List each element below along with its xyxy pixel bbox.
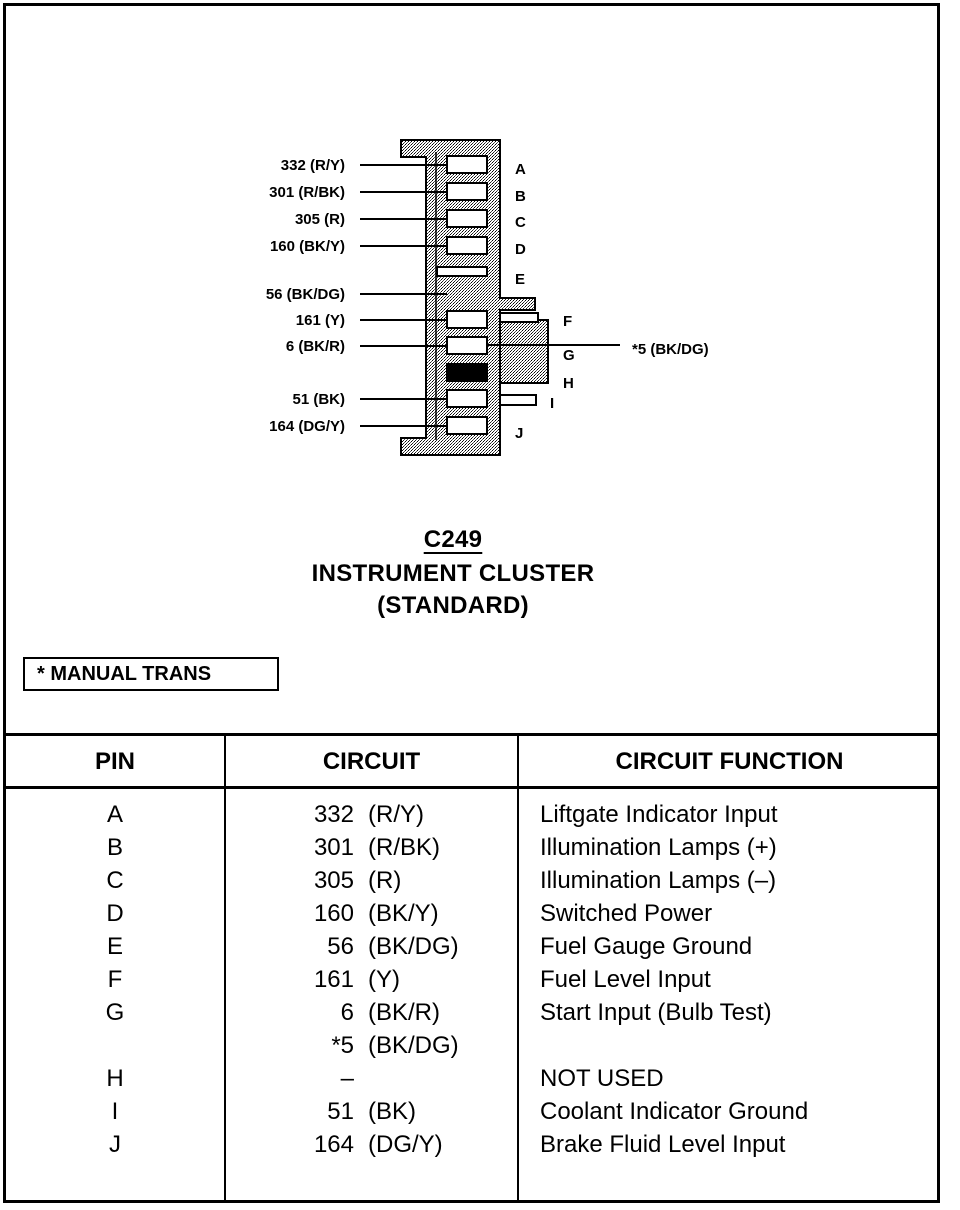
page-frame [3, 3, 940, 1203]
row-pin: G [105, 999, 125, 1026]
header-circuit-function: CIRCUIT FUNCTION [615, 748, 844, 775]
pin-letter-d: D [515, 241, 526, 258]
row-circuit-number: 51 [327, 1098, 354, 1125]
row-circuit-color: (R) [368, 867, 402, 894]
pin-letter-c: C [515, 214, 526, 231]
row-circuit-color: (BK/DG) [368, 933, 459, 960]
wire-lines [360, 164, 447, 427]
wire-label-a: 332 (R/Y) [281, 157, 345, 174]
manual-trans-note: * MANUAL TRANS [23, 657, 279, 691]
row-circuit-number: 301 [313, 834, 354, 861]
row-circuit-color: (Y) [368, 966, 400, 993]
row-circuit-function: Brake Fluid Level Input [540, 1131, 786, 1158]
row-circuit-number: 6 [340, 999, 354, 1026]
connector-name: INSTRUMENT CLUSTER [311, 560, 595, 587]
tab-i [499, 394, 537, 406]
pin-letter-a: A [515, 161, 526, 178]
row-circuit-function: Coolant Indicator Ground [540, 1098, 809, 1125]
wire-label-i: 51 (BK) [292, 391, 345, 408]
row-pin: I [111, 1098, 119, 1125]
row-circuit-function: Liftgate Indicator Input [540, 801, 778, 828]
row-circuit-function: Fuel Level Input [540, 966, 711, 993]
row-pin: C [106, 867, 124, 894]
pin-slot-c [446, 209, 488, 228]
tab-f [499, 312, 539, 323]
row-pin: J [109, 1131, 121, 1158]
wire-labels: 332 (R/Y) 301 (R/BK) 305 (R) 160 (BK/Y) 56 (… [266, 157, 345, 435]
row-circuit-number: 164 [313, 1131, 354, 1158]
header-pin: PIN [94, 748, 135, 775]
row-pin: D [106, 900, 124, 927]
row-pin: A [106, 801, 123, 828]
row-circuit-color: (DG/Y) [368, 1131, 443, 1158]
wire-label-b: 301 (R/BK) [269, 184, 345, 201]
pin-slot-i [446, 389, 488, 408]
table-top-border [6, 733, 940, 736]
pin-letter-b: B [515, 188, 526, 205]
pin-letter-e: E [515, 271, 525, 288]
table-col-divider-2 [517, 733, 519, 1203]
wire-label-e: 56 (BK/DG) [266, 286, 345, 303]
connector-diagram: 332 (R/Y) 301 (R/BK) 305 (R) 160 (BK/Y) 56 (… [266, 139, 709, 456]
pin-slot-h [446, 363, 488, 382]
right-wire-label: *5 (BK/DG) [632, 341, 709, 358]
row-circuit-function: Start Input (Bulb Test) [540, 999, 772, 1026]
row-circuit-number: – [340, 1065, 354, 1092]
row-circuit-function: NOT USED [540, 1065, 664, 1092]
row-pin: E [106, 933, 123, 960]
pin-slot-e [436, 266, 488, 277]
wire-label-j: 164 (DG/Y) [269, 418, 345, 435]
row-pin: H [106, 1065, 124, 1092]
row-circuit-number: 161 [313, 966, 354, 993]
pin-slot-j [446, 416, 488, 435]
row-circuit-color: (BK/R) [368, 999, 440, 1026]
pin-letter-j: J [515, 425, 523, 442]
connector-id: C249 [423, 526, 483, 553]
wire-label-d: 160 (BK/Y) [270, 238, 345, 255]
row-circuit-color: (BK) [368, 1098, 416, 1125]
row-circuit-number: 305 [313, 867, 354, 894]
row-pin: B [106, 834, 123, 861]
pin-slot-b [446, 182, 488, 201]
pin-letter-f: F [563, 313, 572, 330]
pin-slot-a [446, 155, 488, 174]
row-circuit-color: (BK/DG) [368, 1032, 459, 1059]
row-circuit-number: 56 [327, 933, 354, 960]
row-circuit-function: Illumination Lamps (+) [540, 834, 777, 861]
row-circuit-number: 332 [313, 801, 354, 828]
connector-variant: (STANDARD) [377, 592, 529, 619]
wire-label-f: 161 (Y) [296, 312, 345, 329]
row-pin: F [107, 966, 123, 993]
row-circuit-number: *5 [331, 1032, 354, 1059]
pin-letter-h: H [563, 375, 574, 392]
row-circuit-color: (R/Y) [368, 801, 424, 828]
pin-slot-f [446, 310, 488, 329]
table-header-border [6, 786, 940, 789]
wire-label-g: 6 (BK/R) [286, 338, 345, 355]
table-col-divider-1 [224, 733, 226, 1203]
header-circuit: CIRCUIT [322, 748, 421, 775]
pin-slot-g [446, 336, 488, 355]
row-circuit-color: (BK/Y) [368, 900, 439, 927]
pin-letter-g: G [563, 347, 575, 364]
pin-slots [436, 155, 488, 435]
row-circuit-function: Illumination Lamps (–) [540, 867, 777, 894]
wire-label-c: 305 (R) [295, 211, 345, 228]
row-circuit-function: Fuel Gauge Ground [540, 933, 753, 960]
pin-letter-i: I [550, 395, 554, 412]
row-circuit-number: 160 [313, 900, 354, 927]
row-circuit-function: Switched Power [540, 900, 713, 927]
row-circuit-color: (R/BK) [368, 834, 440, 861]
pin-slot-d [446, 236, 488, 255]
